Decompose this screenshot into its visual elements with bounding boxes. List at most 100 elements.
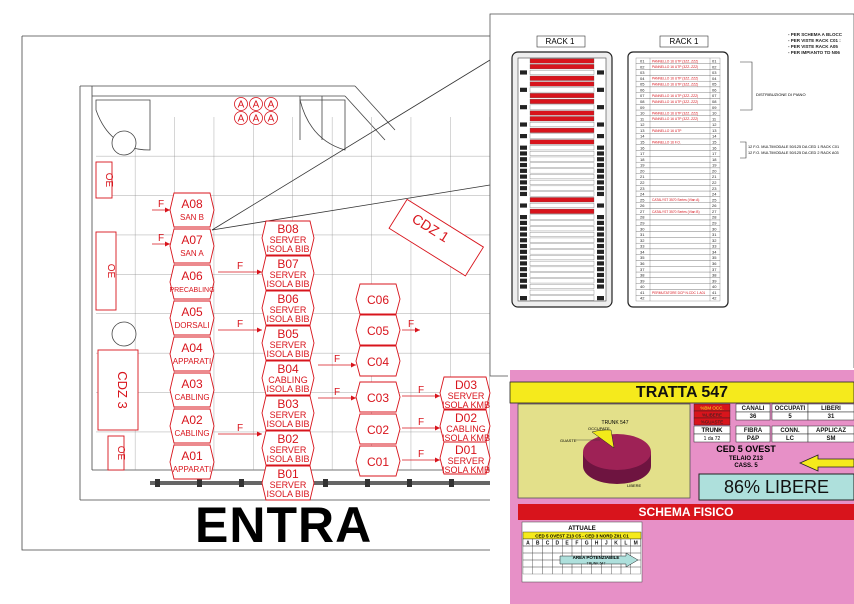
rack-rail-left xyxy=(520,255,527,260)
rack-code: D03 xyxy=(455,378,477,392)
cdz1-box xyxy=(388,198,485,277)
rack-rail-right xyxy=(597,296,604,301)
rack-slot xyxy=(529,197,595,203)
rack-rail-left xyxy=(520,215,527,220)
rack-rail-left xyxy=(520,151,527,156)
unit-right: 23 xyxy=(712,186,717,191)
pie-label-guaste: GUASTE xyxy=(560,438,577,443)
unit-left: 19 xyxy=(640,163,645,168)
rack-slot xyxy=(529,162,595,168)
rack-box-a xyxy=(169,408,215,444)
rack-slot xyxy=(529,255,595,261)
slot-text: PANNELLO 16 UTP (3ZZ..ZZZ) xyxy=(652,65,698,69)
rack-box-c xyxy=(355,283,401,315)
rack-code: A03 xyxy=(181,377,203,391)
rack-rail-right xyxy=(597,105,604,110)
rail-post xyxy=(197,479,202,487)
rack-notes: DISTRIBUZIONE DI PIANO 12 F.O. MULTIMODA… xyxy=(740,61,839,159)
rack-rail-right xyxy=(597,243,604,249)
note-line: - PER VISTE RACK C01 : xyxy=(788,38,841,43)
unit-right: 11 xyxy=(712,116,717,121)
rack-table-row xyxy=(635,185,721,192)
unit-right: 21 xyxy=(712,174,717,179)
rack-code: A05 xyxy=(181,305,203,319)
rack-box-a xyxy=(169,444,215,480)
pie-slice-libere xyxy=(583,434,651,470)
note-fo-1: 12 F.O. MULTIMODALE 50/125 DA CED 1 RACK… xyxy=(748,145,839,149)
rack-sub: ISOLA BIB xyxy=(266,349,309,359)
airflow-arrowhead xyxy=(257,431,262,437)
pie-slice-occupate xyxy=(591,429,615,449)
rack-table-row xyxy=(635,231,721,238)
rack-sub: ISOLA KMB xyxy=(442,400,490,410)
rack-rail-right xyxy=(597,249,604,254)
rack-table-row xyxy=(635,69,721,76)
area-label: AREA POTENZIABILE xyxy=(573,555,620,560)
rack-slot xyxy=(529,278,595,284)
rail-post xyxy=(449,479,454,487)
letter: E xyxy=(565,541,569,547)
rack-table-row xyxy=(635,237,721,244)
rack-table-row xyxy=(635,133,721,140)
rack-slot xyxy=(529,179,595,185)
route-label: CED 5 OVEST Z13 C5 - CED 3 NORD Z01 C1 xyxy=(535,534,629,539)
unit-left: 13 xyxy=(640,128,645,133)
rack-code: B04 xyxy=(277,362,299,376)
unit-right: 10 xyxy=(712,111,717,116)
rack-slot xyxy=(529,151,595,156)
unit-left: 30 xyxy=(640,226,645,231)
rack-sub: ISOLA BIB xyxy=(266,314,309,324)
unit-left: 20 xyxy=(640,168,645,173)
rack-slot xyxy=(529,139,595,145)
rail-post xyxy=(323,479,328,487)
rack-box-a xyxy=(169,372,215,408)
rack-sub: APPARATI xyxy=(173,357,211,366)
airflow-arrowhead xyxy=(415,327,420,333)
unit-left: 12 xyxy=(640,122,645,127)
rack-rail-right xyxy=(597,180,604,185)
unit-left: 18 xyxy=(640,157,645,162)
unit-left: 22 xyxy=(640,180,645,185)
airflow-arrowhead xyxy=(435,393,440,399)
unit-left: 29 xyxy=(640,220,645,225)
rack-table-row xyxy=(635,254,721,261)
table-header: FIBRA xyxy=(744,428,763,434)
table-header: LIBERI xyxy=(821,406,841,412)
cass: CASS. 5 xyxy=(734,463,758,469)
mark-circle xyxy=(264,111,278,125)
rack-code: A01 xyxy=(181,449,203,463)
unit-left: 02 xyxy=(640,64,645,69)
unit-left: 03 xyxy=(640,70,645,75)
rack-sub: SERVER xyxy=(270,445,307,455)
rack-code: B01 xyxy=(277,467,299,481)
unit-right: 38 xyxy=(712,273,717,278)
airflow-arrowhead xyxy=(165,241,170,247)
rack-rail-right xyxy=(597,122,604,127)
rail-post xyxy=(365,479,370,487)
airflow-label: F xyxy=(158,233,164,244)
rack-table-row xyxy=(635,266,721,273)
rack-rail-left xyxy=(520,249,527,254)
rack-table-row xyxy=(635,86,721,93)
unit-right: 17 xyxy=(712,151,717,156)
rack-box-c xyxy=(355,445,401,477)
rack-rail-left xyxy=(520,174,527,179)
slot-text: PANNELLO 16 UTP (3ZZ..ZZZ) xyxy=(652,77,698,81)
rack-box-c xyxy=(355,345,401,377)
table-value: LC xyxy=(786,436,795,442)
trunk-header: TRUNK xyxy=(702,428,724,434)
rack-table-row xyxy=(635,295,721,302)
rack-rail-left xyxy=(520,145,527,150)
rack-rail-left xyxy=(520,134,527,139)
rack-slot xyxy=(529,122,595,127)
rack-slot xyxy=(529,260,595,266)
legend-1: %LIBERE xyxy=(702,413,722,418)
table-value-cell xyxy=(807,433,854,443)
rack-box-d xyxy=(439,376,491,410)
rack-table-row xyxy=(635,225,721,232)
rack-code: A07 xyxy=(181,233,203,247)
